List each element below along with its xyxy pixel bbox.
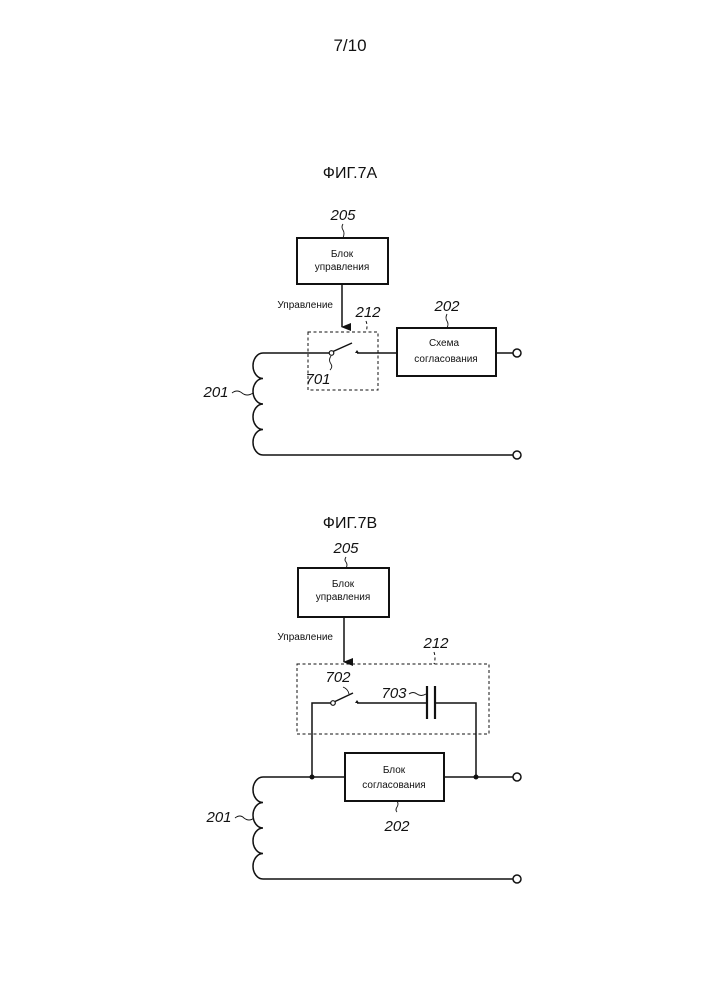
switch-702-blade xyxy=(335,693,353,702)
coil-ref: 201 xyxy=(205,809,231,826)
control-block-label: Блок xyxy=(331,249,354,260)
leader-line xyxy=(343,687,349,694)
control-block-label: управления xyxy=(316,592,371,603)
figure-title: ФИГ.7А xyxy=(323,165,378,182)
output-terminal xyxy=(513,451,521,459)
junction-dot xyxy=(310,775,315,780)
control-signal-label: Управление xyxy=(277,300,333,311)
matching-circuit xyxy=(397,328,496,376)
capacitor-ref: 703 xyxy=(381,685,407,702)
figure-7b: ФИГ.7В 205 Блок управления Управление 21… xyxy=(205,515,521,883)
switch-ref: 702 xyxy=(325,669,351,686)
control-block-ref: 205 xyxy=(332,540,359,557)
control-block xyxy=(297,238,388,284)
switch-unit-ref: 212 xyxy=(354,304,381,321)
switch-ref: 701 xyxy=(305,371,330,388)
leader-line xyxy=(342,224,344,238)
wire xyxy=(312,703,331,777)
leader-line xyxy=(409,693,426,696)
switch-701-blade xyxy=(333,343,352,352)
leader-line xyxy=(396,801,398,812)
matching-label: согласования xyxy=(414,354,477,365)
control-block-label: Блок xyxy=(332,579,355,590)
matching-label: Блок xyxy=(383,765,406,776)
leader-line xyxy=(434,652,435,664)
matching-block xyxy=(345,753,444,801)
figure-title: ФИГ.7В xyxy=(323,515,377,532)
leader-line xyxy=(446,314,448,328)
matching-label: согласования xyxy=(362,780,425,791)
matching-ref: 202 xyxy=(383,818,410,835)
figure-7a: ФИГ.7А 205 Блок управления Управление 21… xyxy=(202,165,521,459)
matching-ref: 202 xyxy=(433,298,460,315)
leader-line xyxy=(232,391,253,395)
matching-label: Схема xyxy=(429,338,460,349)
output-terminal xyxy=(513,773,521,781)
leader-line xyxy=(330,356,332,370)
control-block-ref: 205 xyxy=(329,207,356,224)
control-block-label: управления xyxy=(315,262,370,273)
leader-line xyxy=(366,321,367,332)
output-terminal xyxy=(513,349,521,357)
leader-line xyxy=(345,557,347,568)
control-signal-label: Управление xyxy=(277,632,333,643)
switch-pivot xyxy=(331,701,336,706)
output-terminal xyxy=(513,875,521,883)
switch-unit-ref: 212 xyxy=(422,635,449,652)
coil-ref: 201 xyxy=(202,384,228,401)
leader-line xyxy=(235,816,254,820)
page-number: 7/10 xyxy=(333,36,366,55)
